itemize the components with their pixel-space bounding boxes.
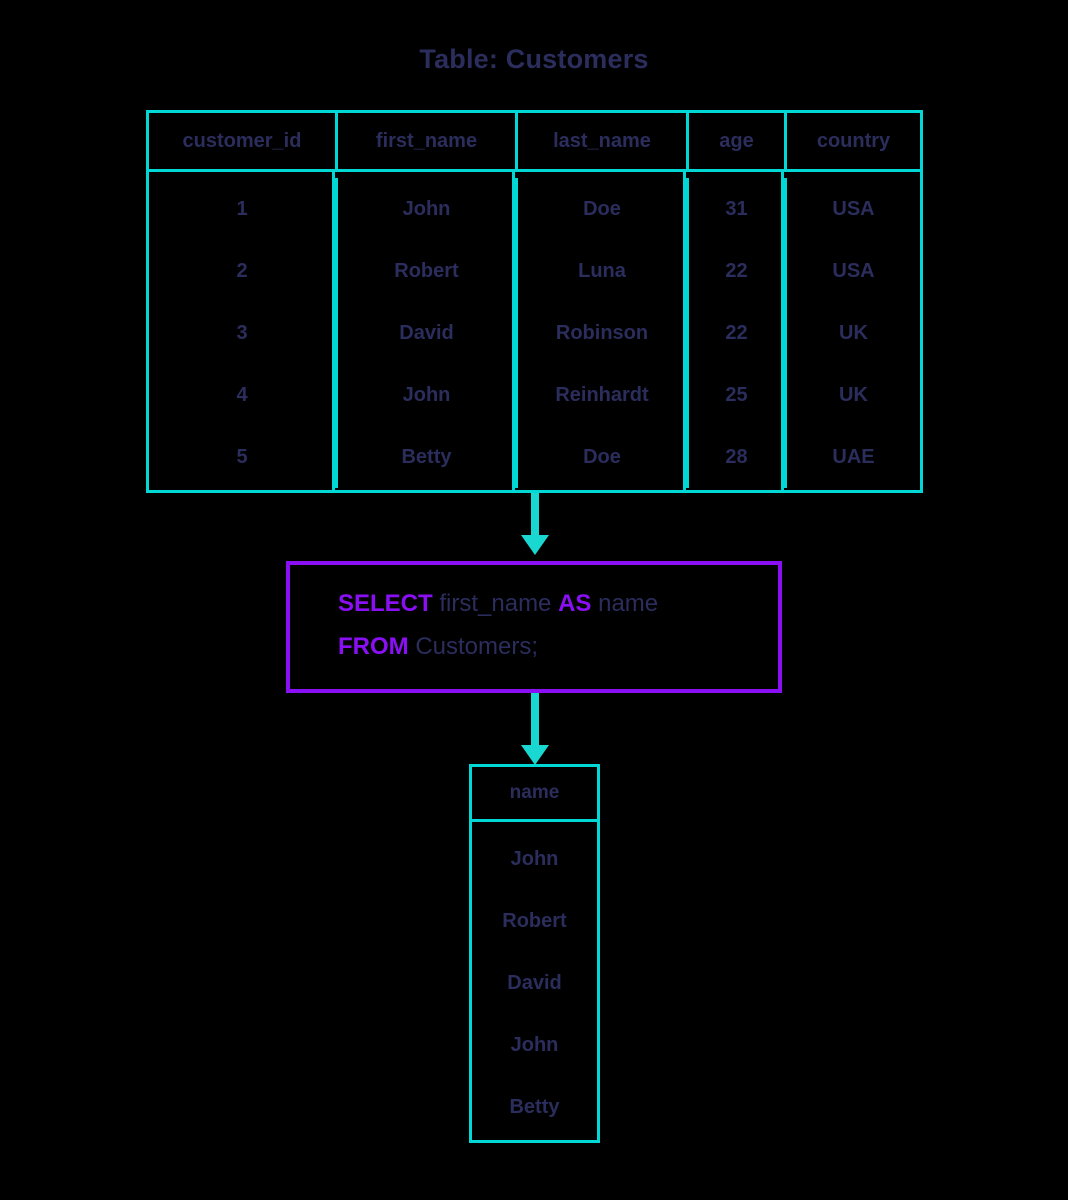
- cell-last-name: Doe: [515, 178, 686, 240]
- arrow-head: [521, 535, 549, 555]
- table-row: 2 Robert Luna 22 USA: [149, 240, 920, 302]
- cell-last-name: Robinson: [515, 302, 686, 364]
- sql-keyword-from: FROM: [338, 633, 409, 660]
- arrow-shaft: [531, 493, 539, 535]
- column-divider-2: [512, 172, 515, 490]
- column-divider-4: [781, 172, 784, 490]
- arrow-shaft: [531, 693, 539, 745]
- cell-last-name: Reinhardt: [515, 364, 686, 426]
- source-table-body: 1 John Doe 31 USA 2 Robert Luna 22 USA 3…: [149, 172, 920, 490]
- cell-last-name: Luna: [515, 240, 686, 302]
- table-row: 3 David Robinson 22 UK: [149, 302, 920, 364]
- table-row: 1 John Doe 31 USA: [149, 178, 920, 240]
- cell-customer-id: 3: [236, 321, 248, 344]
- cell-first-name: Robert: [335, 240, 515, 302]
- cell-customer-id: 2: [236, 259, 248, 282]
- cell-country: USA: [784, 240, 920, 302]
- result-table: name John Robert David John Betty: [469, 764, 600, 1143]
- sql-keyword-select: SELECT: [338, 590, 433, 617]
- arrow-down-icon-query-to-result: [521, 693, 549, 765]
- result-table-body: John Robert David John Betty: [472, 822, 597, 1140]
- cell-first-name: David: [335, 302, 515, 364]
- page-title: Table: Customers: [419, 44, 649, 74]
- column-header-customer-id: customer_id: [182, 129, 302, 152]
- cell-customer-id: 4: [236, 383, 248, 406]
- cell-last-name: Doe: [515, 426, 686, 488]
- result-row: John: [510, 847, 559, 870]
- sql-table-customers: Customers;: [415, 633, 539, 660]
- cell-customer-id: 1: [236, 197, 248, 220]
- cell-age: 31: [686, 178, 784, 240]
- cell-country: UK: [784, 302, 920, 364]
- sql-query-line-1: SELECT first_name AS name: [338, 590, 658, 618]
- result-row: John: [510, 1033, 559, 1056]
- table-row: 4 John Reinhardt 25 UK: [149, 364, 920, 426]
- column-header-first-name: first_name: [335, 113, 515, 169]
- arrow-head: [521, 745, 549, 765]
- column-header-last-name: last_name: [515, 113, 686, 169]
- sql-query-line-2: FROM Customers;: [338, 633, 538, 661]
- sql-alias-name: name: [598, 590, 659, 617]
- cell-age: 28: [686, 426, 784, 488]
- sql-column-first-name: first_name: [439, 590, 552, 617]
- cell-first-name: John: [335, 364, 515, 426]
- sql-keyword-as: AS: [558, 590, 592, 617]
- source-table-header-row: customer_id first_name last_name age cou…: [149, 113, 920, 172]
- cell-country: USA: [784, 178, 920, 240]
- cell-country: UK: [784, 364, 920, 426]
- source-table-customers: customer_id first_name last_name age cou…: [146, 110, 923, 493]
- cell-first-name: John: [335, 178, 515, 240]
- cell-age: 22: [686, 302, 784, 364]
- sql-query-box: SELECT first_name AS name FROM Customers…: [286, 561, 782, 693]
- column-header-country: country: [784, 113, 920, 169]
- cell-country: UAE: [784, 426, 920, 488]
- cell-age: 25: [686, 364, 784, 426]
- result-row: Robert: [502, 909, 567, 932]
- column-header-age: age: [686, 113, 784, 169]
- cell-first-name: Betty: [335, 426, 515, 488]
- column-divider-3: [683, 172, 686, 490]
- result-column-header-name: name: [472, 767, 597, 822]
- result-row: David: [507, 971, 562, 994]
- column-divider-1: [332, 172, 335, 490]
- cell-age: 22: [686, 240, 784, 302]
- result-row: Betty: [509, 1095, 560, 1118]
- cell-customer-id: 5: [236, 445, 248, 468]
- arrow-down-icon-source-to-query: [521, 493, 549, 555]
- table-row: 5 Betty Doe 28 UAE: [149, 426, 920, 488]
